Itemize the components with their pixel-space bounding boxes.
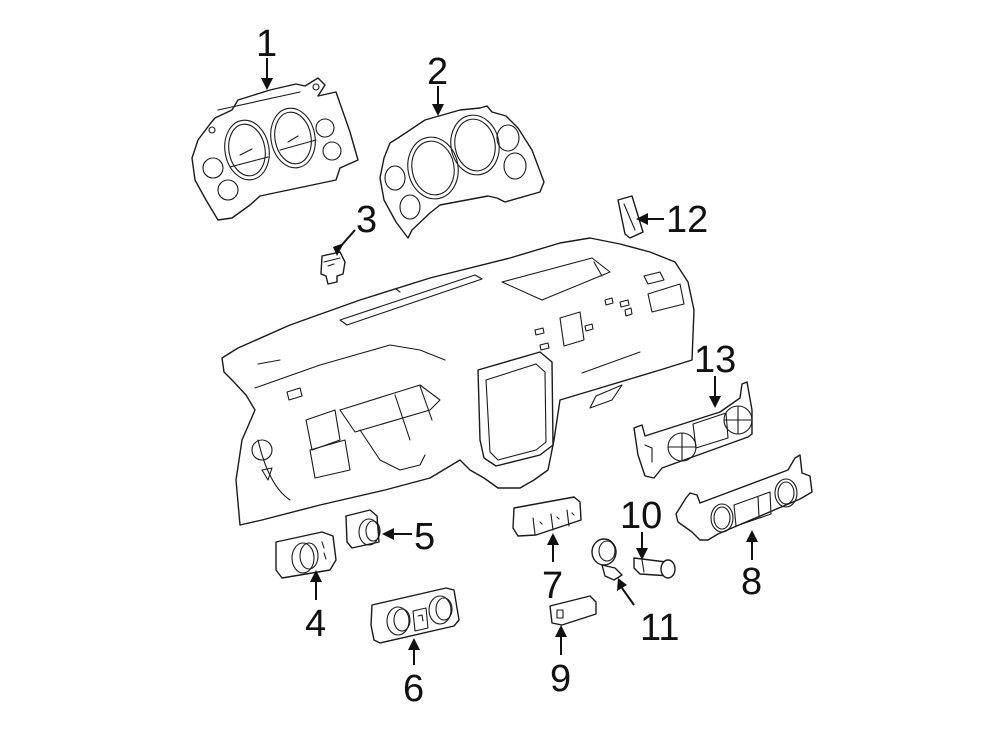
ring-bracket[interactable] bbox=[591, 538, 623, 581]
callout-7: 7 bbox=[542, 565, 563, 607]
small-switch[interactable] bbox=[549, 595, 597, 626]
cylinder-sensor[interactable] bbox=[633, 557, 676, 579]
callout-8: 8 bbox=[741, 561, 762, 603]
climate-control-bezel[interactable] bbox=[633, 381, 753, 479]
callout-13: 13 bbox=[694, 339, 736, 381]
dimmer-switch[interactable] bbox=[345, 509, 381, 549]
climate-control-panel[interactable] bbox=[675, 454, 813, 541]
callout-11: 11 bbox=[640, 607, 679, 649]
callout-2: 2 bbox=[427, 51, 448, 93]
callout-1: 1 bbox=[256, 23, 277, 65]
callout-12: 12 bbox=[666, 199, 708, 241]
instrument-cluster[interactable] bbox=[191, 77, 359, 221]
instrument-panel-dashboard bbox=[221, 237, 695, 526]
callout-10: 10 bbox=[620, 495, 662, 537]
callout-9: 9 bbox=[550, 658, 571, 700]
small-switch-knob[interactable] bbox=[320, 251, 346, 285]
control-panel-with-two-knobs[interactable] bbox=[370, 587, 460, 644]
callout-5: 5 bbox=[414, 516, 435, 558]
callout-6: 6 bbox=[403, 668, 424, 710]
side-switch[interactable] bbox=[617, 195, 644, 239]
callout-3: 3 bbox=[356, 199, 377, 241]
cluster-bezel[interactable] bbox=[379, 105, 545, 239]
callout-numbers: 1 2 3 4 5 6 7 8 9 10 11 12 13 bbox=[256, 23, 762, 710]
headlamp-switch[interactable] bbox=[275, 531, 337, 579]
callout-4: 4 bbox=[305, 603, 326, 645]
multi-button-switch-panel[interactable] bbox=[512, 496, 582, 537]
leader-lines bbox=[261, 58, 758, 665]
